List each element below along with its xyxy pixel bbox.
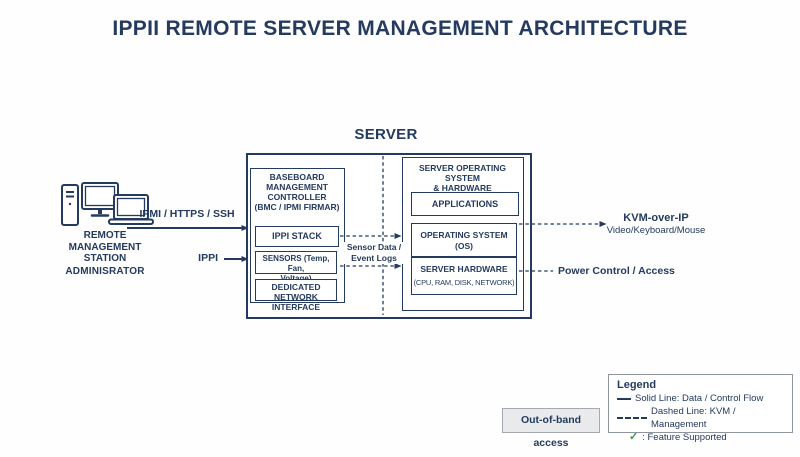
dashed-line-swatch	[617, 417, 647, 419]
legend-check-text: : Feature Supported	[642, 432, 727, 443]
operating-system-box: OPERATING SYSTEM (OS)	[411, 223, 517, 257]
server-heading: SERVER	[354, 126, 418, 143]
page-title: IPPII REMOTE SERVER MANAGEMENT ARCHITECT…	[112, 17, 688, 40]
legend-check-row: ✓ : Feature Supported	[617, 431, 784, 444]
kvm-over-ip-label: KVM-over-IP	[623, 212, 689, 224]
remote-management-station-label: REMOTE MANAGEMENT STATION	[68, 230, 142, 264]
video-keyboard-mouse-label: Video/Keyboard/Mouse	[606, 225, 706, 236]
server-os-hardware-title: SERVER OPERATING SYSTEM & HARDWARE	[418, 163, 507, 193]
out-of-band-access-badge: Out-of-band access	[502, 408, 600, 449]
legend-dashed-row: Dashed Line: KVM / Management	[617, 405, 784, 431]
server-hardware-box: SERVER HARDWARE (CPU, RAM, DISK, NETWORK…	[411, 257, 517, 295]
dedicated-network-interface-box: DEDICATED NETWORK INTERFACE	[255, 279, 337, 312]
server-hardware-title: SERVER HARDWARE	[420, 264, 508, 274]
legend-dashed-text: Dashed Line: KVM / Management	[651, 406, 736, 430]
administrator-label: ADMINISRATOR	[65, 266, 145, 277]
sensor-data-event-logs-label: Sensor Data / Event Logs	[342, 242, 406, 264]
ippi-stack-box: IPPI STACK	[255, 226, 339, 247]
ipmi-https-ssh-label: IPMI / HTTPS / SSH	[139, 208, 235, 220]
desktop-tower-icon	[61, 184, 79, 226]
monitor-icon	[81, 182, 119, 217]
legend-title: Legend	[617, 379, 657, 391]
kvm-over-ip-label-block: KVM-over-IP Video/Keyboard/Mouse	[596, 212, 716, 236]
legend-solid-text: Solid Line: Data / Control Flow	[635, 393, 764, 404]
legend: Legend Solid Line: Data / Control Flow D…	[608, 374, 793, 443]
solid-line-swatch	[617, 397, 631, 400]
legend-solid-row: Solid Line: Data / Control Flow	[617, 392, 784, 405]
laptop-icon	[108, 194, 154, 225]
ippi-label: IPPI	[198, 252, 218, 264]
applications-box: APPLICATIONS	[411, 192, 519, 216]
bmc-title: BASEBOARD MANAGEMENT CONTROLLER (BMC / I…	[254, 172, 340, 212]
workstation-icons	[61, 182, 154, 226]
power-control-access-label: Power Control / Access	[558, 265, 675, 277]
check-icon: ✓	[629, 431, 639, 443]
server-hardware-sub: (CPU, RAM, DISK, NETWORK)	[413, 278, 515, 287]
sensors-box: SENSORS (Temp, Fan, Voltage)	[255, 251, 337, 283]
